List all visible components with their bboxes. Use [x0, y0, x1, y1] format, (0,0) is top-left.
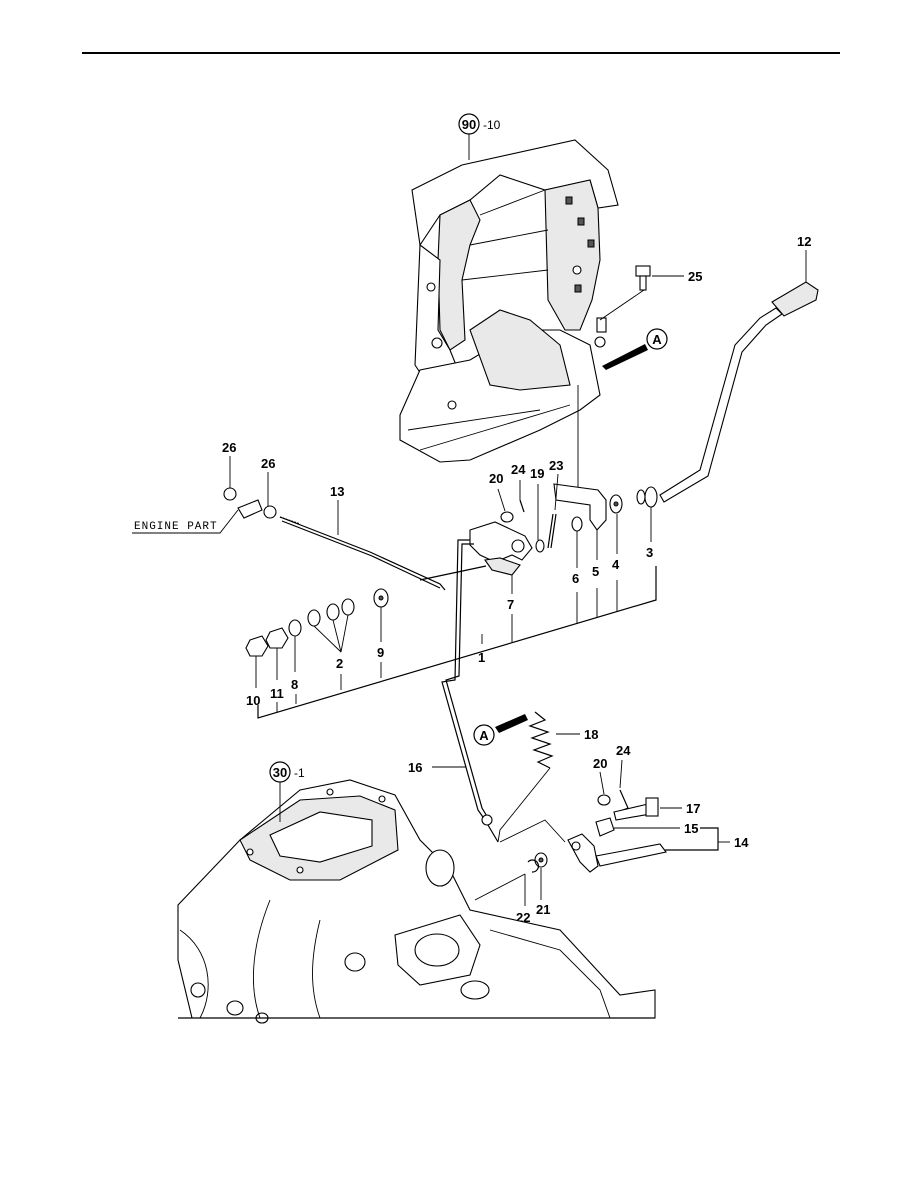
callout-10: 10 — [246, 693, 260, 708]
callout-19: 19 — [530, 466, 544, 481]
bolt-25: 25 — [599, 265, 702, 321]
frame-reference: 90 -10 — [458, 113, 501, 160]
callout-11: 11 — [270, 686, 284, 701]
lower-lever-14: 20 24 17 15 14 — [499, 743, 749, 873]
frame-ref-number: 90 — [462, 117, 476, 132]
callout-24b: 24 — [616, 743, 631, 758]
callout-3: 3 — [646, 545, 653, 560]
callout-23: 23 — [549, 458, 563, 473]
callout-12: 12 — [797, 234, 811, 249]
lever-parts-3-4-5: 3 4 5 — [553, 483, 658, 579]
small-parts-upper: 6 23 19 24 20 — [489, 458, 583, 586]
hardware-row: 9 2 8 11 10 — [245, 588, 389, 708]
callout-18: 18 — [584, 727, 598, 742]
callout-26b: 26 — [261, 456, 275, 471]
link-rod-16: 16 — [408, 539, 499, 843]
callout-8: 8 — [291, 677, 298, 692]
callout-14: 14 — [734, 835, 749, 850]
callout-13: 13 — [330, 484, 344, 499]
callout-20b: 20 — [593, 756, 607, 771]
callout-26a: 26 — [222, 440, 236, 455]
bell-crank-7: 7 — [469, 521, 533, 612]
callout-16: 16 — [408, 760, 422, 775]
callout-4: 4 — [612, 557, 620, 572]
callout-24a: 24 — [511, 462, 526, 477]
header-rule — [82, 52, 840, 54]
spring-18: 18 — [497, 711, 598, 843]
callout-7: 7 — [507, 597, 514, 612]
transmission-reference: 30 -1 — [269, 761, 305, 822]
transmission-ref-number: 30 — [273, 765, 287, 780]
callout-17: 17 — [686, 801, 700, 816]
callout-9: 9 — [377, 645, 384, 660]
callout-21: 21 — [536, 902, 550, 917]
transmission-housing — [177, 779, 656, 1024]
callout-5: 5 — [592, 564, 599, 579]
view-mark-a-top: A — [602, 328, 668, 370]
assembly-bracket-1: 1 — [257, 566, 657, 719]
frame-ref-suffix: -10 — [483, 118, 501, 132]
view-mark-a-bottom: A — [473, 714, 528, 746]
callout-15: 15 — [684, 821, 698, 836]
shift-lever-12: 12 — [659, 234, 819, 503]
callout-6: 6 — [572, 571, 579, 586]
engine-part-label: ENGINE PART — [134, 521, 218, 533]
callout-2: 2 — [336, 656, 343, 671]
engine-part-joint: 26 26 ENGINE PART — [132, 440, 277, 534]
callout-1: 1 — [478, 650, 485, 665]
callout-25: 25 — [688, 269, 702, 284]
view-mark-a-bottom-label: A — [479, 728, 489, 743]
view-mark-a-top-label: A — [652, 332, 662, 347]
transmission-ref-suffix: -1 — [294, 766, 305, 780]
frame-bracket — [399, 139, 619, 463]
throttle-rod-13: 13 — [279, 484, 487, 591]
callout-20a: 20 — [489, 471, 503, 486]
